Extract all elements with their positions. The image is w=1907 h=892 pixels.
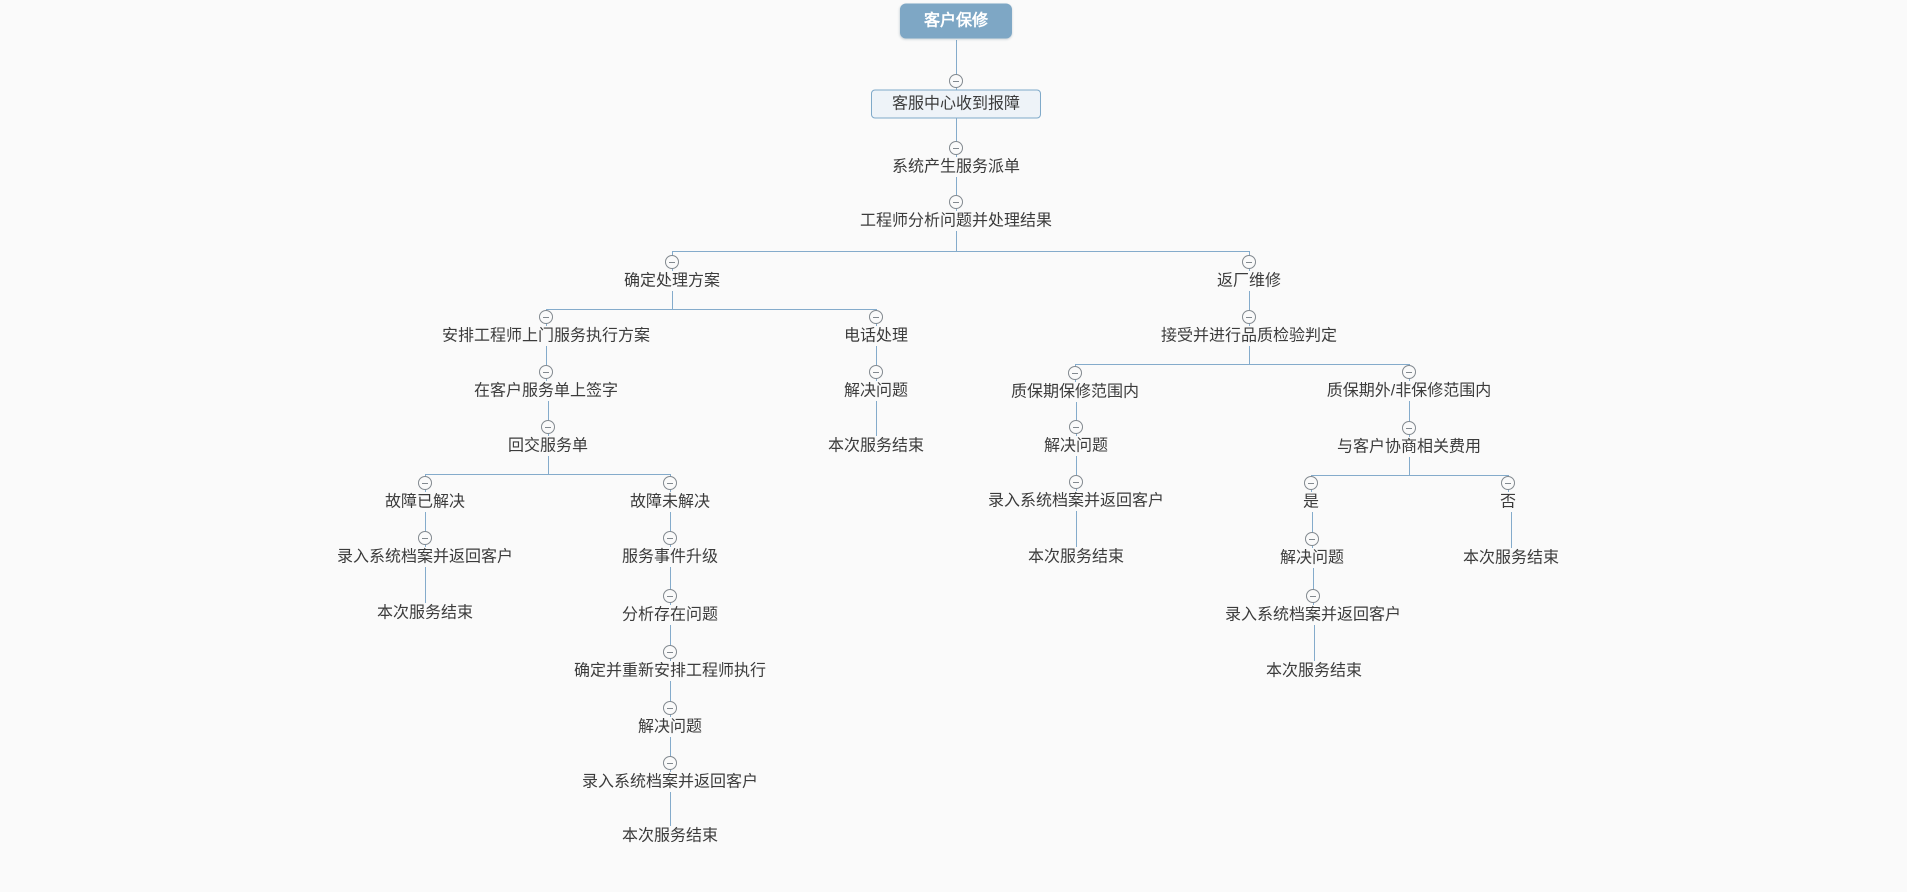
node-arrange-onsite-engineer[interactable]: 安排工程师上门服务执行方案 [441, 327, 651, 345]
collapse-icon[interactable] [869, 365, 883, 379]
node-service-end-phone[interactable]: 本次服务结束 [827, 437, 925, 455]
collapse-icon[interactable] [1501, 476, 1515, 490]
collapse-icon[interactable] [663, 476, 677, 490]
node-phone-handling[interactable]: 电话处理 [843, 327, 909, 345]
collapse-icon[interactable] [869, 310, 883, 324]
node-determine-solution[interactable]: 确定处理方案 [623, 272, 721, 290]
collapse-icon[interactable] [663, 701, 677, 715]
collapse-icon[interactable] [663, 531, 677, 545]
connector-line [672, 251, 1249, 252]
connector-line [670, 512, 671, 547]
connector-line [956, 231, 957, 251]
node-analyze-existing-problems[interactable]: 分析存在问题 [621, 606, 719, 624]
node-negotiate-fees-with-customer[interactable]: 与客户协商相关费用 [1336, 438, 1482, 456]
collapse-icon[interactable] [1242, 255, 1256, 269]
node-rearrange-engineer-execution[interactable]: 确定并重新安排工程师执行 [573, 662, 767, 680]
connector-line [876, 401, 877, 436]
node-service-center-receives-report[interactable]: 客服中心收到报障 [870, 89, 1042, 119]
node-system-generates-dispatch-order[interactable]: 系统产生服务派单 [891, 158, 1021, 176]
collapse-icon[interactable] [1304, 476, 1318, 490]
node-service-event-escalation[interactable]: 服务事件升级 [621, 548, 719, 566]
connector-line [876, 346, 877, 381]
node-accept-quality-inspection[interactable]: 接受并进行品质检验判定 [1160, 327, 1338, 345]
collapse-icon[interactable] [665, 255, 679, 269]
node-service-end-4[interactable]: 本次服务结束 [1265, 662, 1363, 680]
connector-line [1311, 475, 1508, 476]
connector-line [1313, 568, 1314, 605]
connector-line [1314, 625, 1315, 661]
connector-line [670, 737, 671, 772]
connector-line [1076, 402, 1077, 436]
node-out-of-warranty-scope[interactable]: 质保期外/非保修范围内 [1326, 382, 1492, 400]
connector-line [670, 681, 671, 717]
connector-line [956, 40, 957, 90]
node-archive-and-return-customer-3[interactable]: 录入系统档案并返回客户 [987, 492, 1165, 510]
node-return-service-form[interactable]: 回交服务单 [507, 437, 589, 455]
connector-line [546, 346, 547, 381]
connector-line [672, 291, 673, 309]
connector-line [546, 309, 876, 310]
node-customer-warranty[interactable]: 客户保修 [899, 3, 1013, 39]
node-no[interactable]: 否 [1499, 493, 1517, 511]
node-in-warranty-scope[interactable]: 质保期保修范围内 [1010, 383, 1140, 401]
node-service-end-2[interactable]: 本次服务结束 [621, 827, 719, 845]
connector-line [956, 118, 957, 157]
collapse-icon[interactable] [1402, 421, 1416, 435]
collapse-icon[interactable] [1068, 366, 1082, 380]
connector-line [1511, 512, 1512, 548]
node-sign-service-form[interactable]: 在客户服务单上签字 [473, 382, 619, 400]
connector-line [670, 567, 671, 605]
collapse-icon[interactable] [1402, 365, 1416, 379]
node-service-end-no[interactable]: 本次服务结束 [1462, 549, 1560, 567]
collapse-icon[interactable] [539, 365, 553, 379]
node-engineer-analyzes-results[interactable]: 工程师分析问题并处理结果 [859, 212, 1053, 230]
collapse-icon[interactable] [1069, 420, 1083, 434]
connector-line [425, 512, 426, 547]
connector-line [1249, 291, 1250, 326]
collapse-icon[interactable] [1305, 532, 1319, 546]
connector-line [548, 456, 549, 474]
connector-line [956, 177, 957, 211]
collapse-icon[interactable] [418, 476, 432, 490]
node-archive-and-return-customer-4[interactable]: 录入系统档案并返回客户 [1224, 606, 1402, 624]
connector-line [548, 401, 549, 436]
node-archive-and-return-customer-1[interactable]: 录入系统档案并返回客户 [336, 548, 514, 566]
collapse-icon[interactable] [418, 531, 432, 545]
collapse-icon[interactable] [539, 310, 553, 324]
node-yes[interactable]: 是 [1302, 493, 1320, 511]
node-solve-problem-yes[interactable]: 解决问题 [1279, 549, 1345, 567]
connector-line [1249, 346, 1250, 364]
connector-line [1409, 457, 1410, 475]
collapse-icon[interactable] [663, 645, 677, 659]
connector-line [1076, 511, 1077, 547]
node-return-to-factory-repair[interactable]: 返厂维修 [1216, 272, 1282, 290]
collapse-icon[interactable] [541, 420, 555, 434]
connector-line [1409, 401, 1410, 437]
collapse-icon[interactable] [1306, 589, 1320, 603]
collapse-icon[interactable] [949, 195, 963, 209]
connector-line [425, 567, 426, 603]
collapse-icon[interactable] [663, 589, 677, 603]
collapse-icon[interactable] [949, 74, 963, 88]
node-service-end-1[interactable]: 本次服务结束 [376, 604, 474, 622]
node-archive-and-return-customer-2[interactable]: 录入系统档案并返回客户 [581, 773, 759, 791]
connector-line [670, 625, 671, 661]
collapse-icon[interactable] [1069, 475, 1083, 489]
node-solve-problem-warranty[interactable]: 解决问题 [1043, 437, 1109, 455]
connector-line [1076, 456, 1077, 491]
collapse-icon[interactable] [949, 141, 963, 155]
collapse-icon[interactable] [1242, 310, 1256, 324]
node-solve-problem-phone[interactable]: 解决问题 [843, 382, 909, 400]
node-fault-resolved[interactable]: 故障已解决 [384, 493, 466, 511]
connector-line [425, 474, 670, 475]
connector-line [670, 792, 671, 826]
node-fault-unresolved[interactable]: 故障未解决 [629, 493, 711, 511]
node-solve-problem-rearranged[interactable]: 解决问题 [637, 718, 703, 736]
collapse-icon[interactable] [663, 756, 677, 770]
node-service-end-3[interactable]: 本次服务结束 [1027, 548, 1125, 566]
connector-line [1075, 364, 1409, 365]
connector-line [1312, 512, 1313, 548]
